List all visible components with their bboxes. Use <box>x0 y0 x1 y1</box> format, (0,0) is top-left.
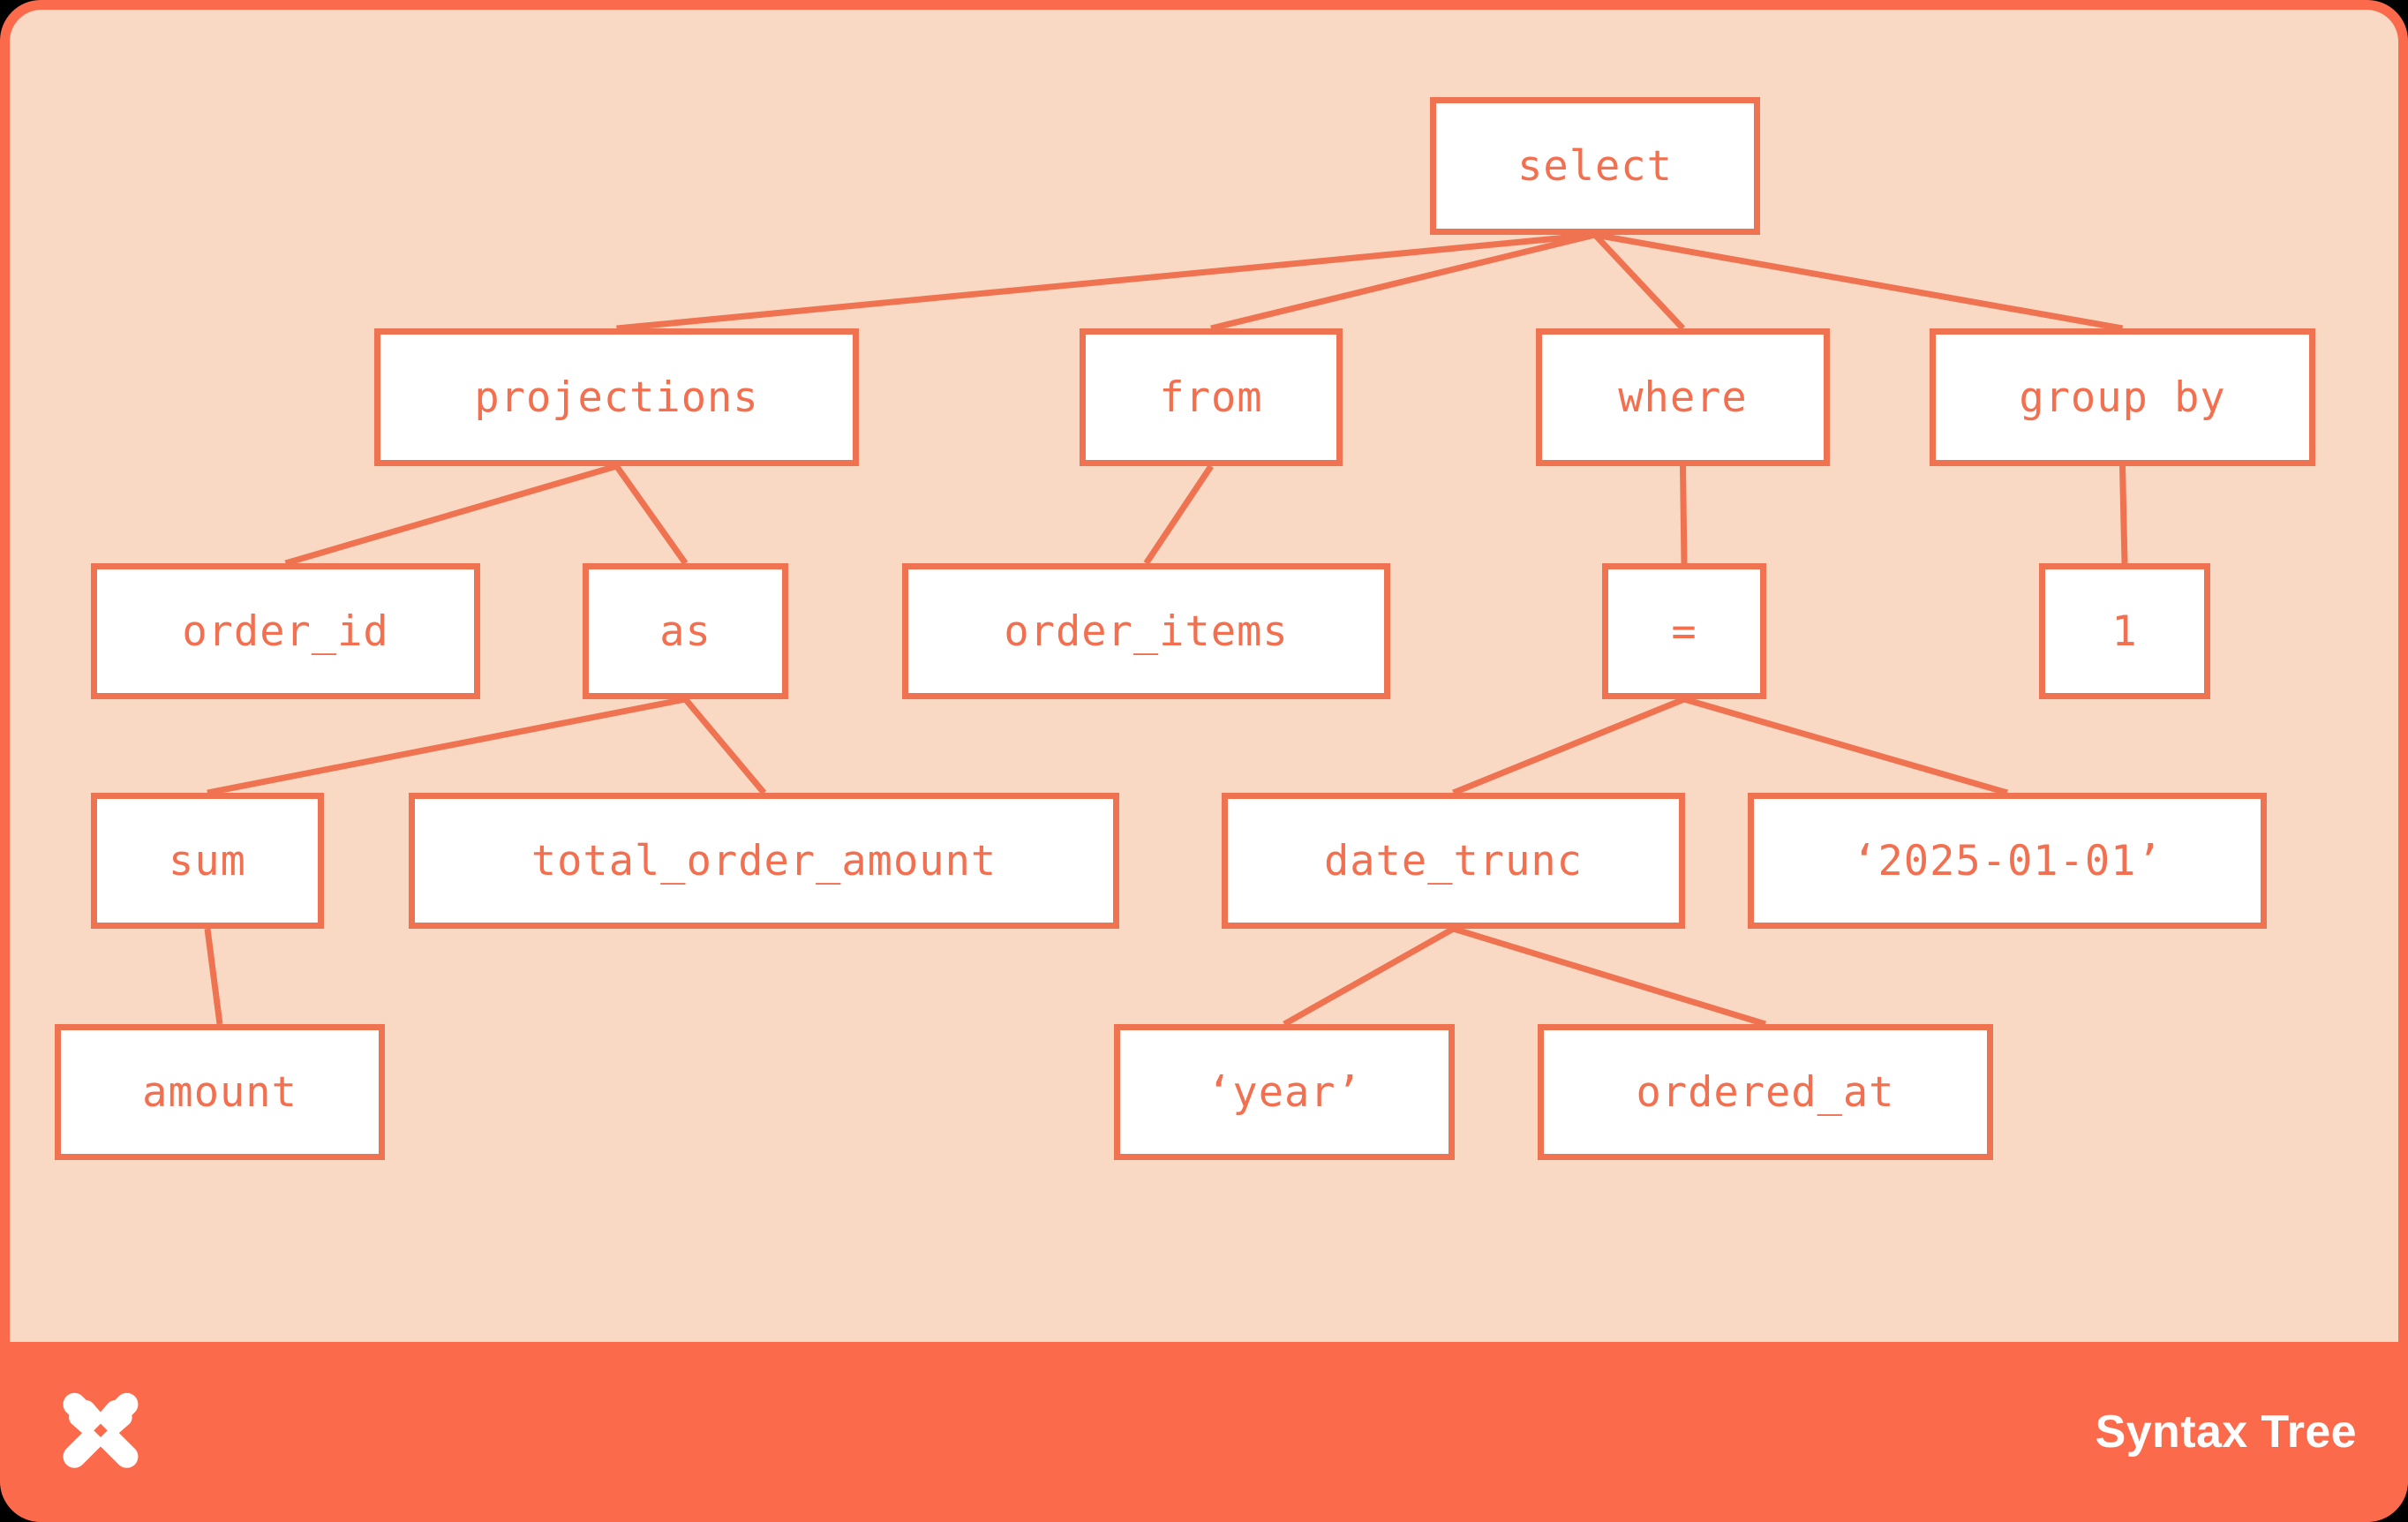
tree-node-label: amount <box>142 1067 297 1117</box>
tree-edge-where-to-equals <box>1680 465 1688 564</box>
tree-edge-equals-to-date-trunc <box>1452 696 1686 796</box>
tree-edge-date-trunc-to-year-literal <box>1283 925 1456 1028</box>
tree-node-from[interactable]: from <box>1080 328 1343 466</box>
tree-node-date-literal[interactable]: ‘2025-01-01’ <box>1748 793 2267 929</box>
tree-edge-sum-to-amount <box>204 928 223 1025</box>
tree-node-projections[interactable]: projections <box>374 328 859 466</box>
tree-node-one[interactable]: 1 <box>2039 563 2210 699</box>
tree-node-date-trunc[interactable]: date_trunc <box>1222 793 1685 929</box>
tree-node-label: ordered_at <box>1636 1067 1895 1117</box>
tree-edge-select-to-group-by <box>1594 231 2124 332</box>
tree-edges <box>204 231 2128 1028</box>
tree-node-year-literal[interactable]: ‘year’ <box>1114 1024 1455 1160</box>
footer-title: Syntax Tree <box>2095 1406 2357 1458</box>
tree-node-label: total_order_amount <box>531 836 997 885</box>
tree-node-label: group by <box>2019 373 2226 422</box>
tree-node-where[interactable]: where <box>1536 328 1830 466</box>
tree-node-label: order_id <box>182 607 389 656</box>
tree-node-amount[interactable]: amount <box>55 1024 385 1160</box>
tree-node-label: 1 <box>2111 607 2138 656</box>
tree-node-label: = <box>1671 607 1697 656</box>
tree-node-label: select <box>1517 141 1673 191</box>
tree-edge-select-to-where <box>1592 232 1686 331</box>
tree-node-label: where <box>1618 373 1748 422</box>
tree-edge-select-to-from <box>1210 231 1596 332</box>
tree-edge-as-to-total-order-amount <box>682 697 767 795</box>
tobiko-x-logo <box>63 1392 139 1468</box>
tree-node-as[interactable]: as <box>583 563 788 699</box>
tree-edge-from-to-order-items <box>1143 464 1214 565</box>
tree-node-label: ‘year’ <box>1207 1067 1362 1117</box>
tree-node-ordered-at[interactable]: ordered_at <box>1538 1024 1993 1160</box>
tree-edge-equals-to-date-literal <box>1683 696 2008 796</box>
tree-node-label: sum <box>169 836 246 885</box>
tree-edge-select-to-projections <box>616 231 1596 332</box>
tree-node-label: projections <box>474 373 759 422</box>
tree-node-label: from <box>1159 373 1263 422</box>
tree-node-label: date_trunc <box>1324 836 1583 885</box>
tree-node-sum[interactable]: sum <box>91 793 324 929</box>
tree-node-order-id[interactable]: order_id <box>91 563 480 699</box>
tree-edge-date-trunc-to-ordered-at <box>1452 925 1767 1028</box>
tree-node-equals[interactable]: = <box>1602 563 1766 699</box>
tree-edge-projections-to-as <box>613 463 689 566</box>
tree-node-label: order_items <box>1004 607 1289 656</box>
tree-node-order-items[interactable]: order_items <box>902 563 1390 699</box>
tree-edge-group-by-to-one <box>2119 465 2128 564</box>
tree-edge-as-to-sum <box>207 696 687 796</box>
tree-node-group-by[interactable]: group by <box>1930 328 2315 466</box>
tree-edge-projections-to-order-id <box>284 463 618 567</box>
tree-node-select[interactable]: select <box>1430 97 1760 235</box>
tree-node-label: ‘2025-01-01’ <box>1852 836 2163 885</box>
diagram-panel: select projections from where group by order_… <box>10 10 2398 1342</box>
tree-node-total-order-amount[interactable]: total_order_amount <box>409 793 1119 929</box>
tree-node-label: as <box>659 607 711 656</box>
footer-bar: Syntax Tree <box>0 1342 2408 1522</box>
